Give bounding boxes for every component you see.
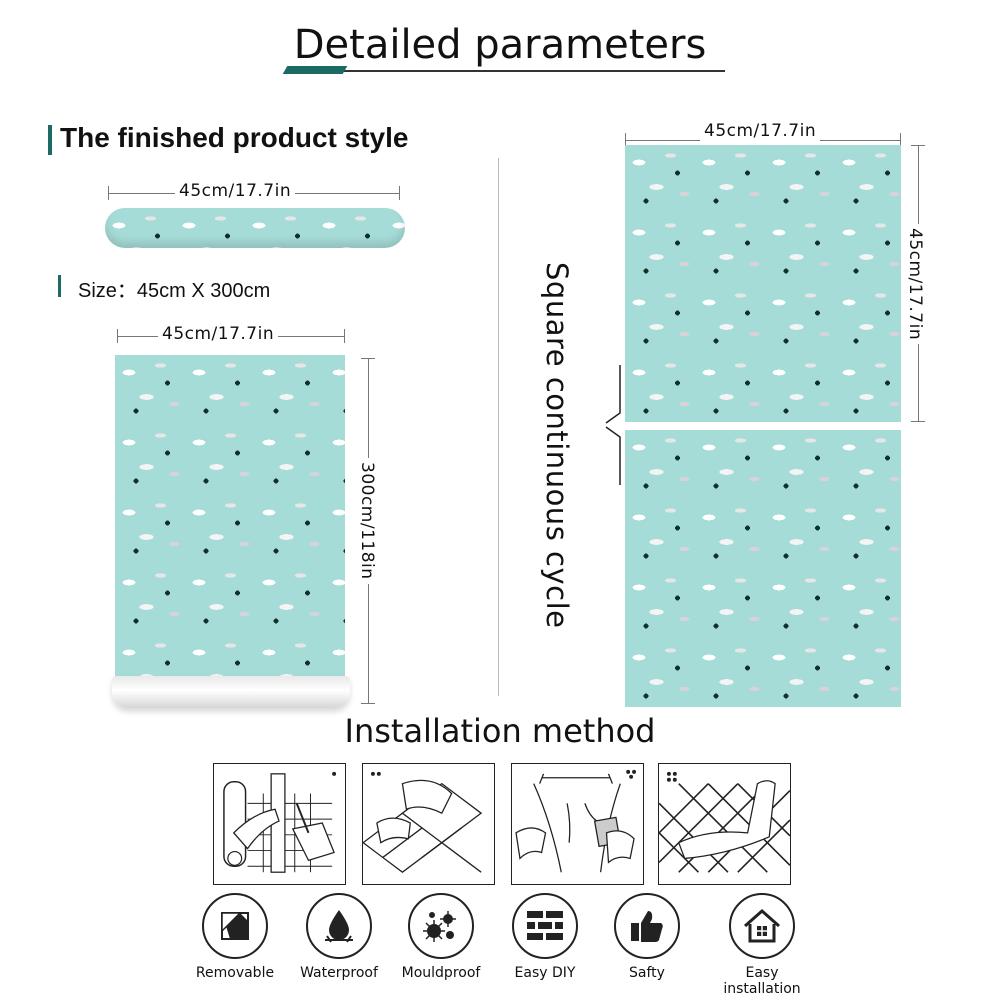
measure-cut-icon — [223, 771, 337, 873]
dimension-tick — [900, 133, 901, 147]
feature-label: Mouldproof — [401, 965, 481, 981]
install-step-2 — [362, 763, 495, 885]
feature-easy-diy: Easy DIY — [490, 893, 600, 981]
dimension-tick — [911, 421, 925, 422]
feature-removable: Removable — [180, 893, 290, 981]
tile-height-label: 45cm/17.7in — [905, 224, 925, 345]
section-marker — [48, 125, 52, 155]
wallpaper-curl — [112, 676, 350, 708]
dimension-tick — [361, 358, 375, 359]
size-marker — [58, 275, 61, 297]
mould-icon — [408, 893, 474, 959]
smooth-apply-icon — [515, 769, 637, 873]
dimension-tick — [108, 186, 109, 200]
title-accent-bar — [282, 66, 348, 74]
feature-easy-installation: Easy installation — [706, 893, 818, 997]
house-icon — [729, 893, 795, 959]
page-title: Detailed parameters — [293, 22, 707, 68]
wallpaper-panel — [115, 355, 345, 685]
feature-mouldproof: Mouldproof — [386, 893, 496, 981]
feature-label: Safty — [629, 965, 665, 981]
tile-width-label: 45cm/17.7in — [700, 121, 821, 141]
feature-label: Removable — [195, 965, 275, 981]
feature-label: Waterproof — [300, 965, 378, 981]
section-title: The finished product style — [60, 122, 409, 153]
water-drop-icon — [306, 893, 372, 959]
dimension-tick — [625, 133, 626, 147]
install-step-3 — [511, 763, 644, 885]
section-divider — [498, 158, 499, 696]
dimension-tick — [117, 329, 118, 343]
cycle-caption: Square continuous cycle — [540, 262, 574, 629]
feature-waterproof: Waterproof — [284, 893, 394, 981]
install-step-4 — [658, 763, 791, 885]
size-label: Size：45cm X 300cm — [78, 280, 271, 302]
wallpaper-roll — [105, 208, 405, 248]
feature-safety: Safty — [592, 893, 702, 981]
feature-label: Easy DIY — [514, 965, 576, 981]
installation-title: Installation method — [344, 712, 656, 750]
thumbs-up-icon — [614, 893, 680, 959]
title-underline — [285, 70, 725, 72]
roll-width-label: 45cm/17.7in — [175, 181, 296, 201]
dimension-tick — [361, 703, 375, 704]
peel-backing-icon — [363, 771, 483, 873]
cycle-arrows-icon — [605, 365, 621, 485]
pattern-tile-top — [625, 145, 901, 422]
dimension-tick — [344, 329, 345, 343]
press-flat-icon — [659, 771, 790, 873]
brick-icon — [512, 893, 578, 959]
pattern-tile-bottom — [625, 430, 901, 707]
dimension-tick — [399, 186, 400, 200]
feature-label: Easy installation — [723, 965, 801, 997]
removable-icon — [202, 893, 268, 959]
dimension-tick — [911, 145, 925, 146]
install-step-1 — [213, 763, 346, 885]
panel-width-label: 45cm/17.7in — [158, 324, 279, 344]
panel-height-label: 300cm/118in — [357, 458, 377, 584]
